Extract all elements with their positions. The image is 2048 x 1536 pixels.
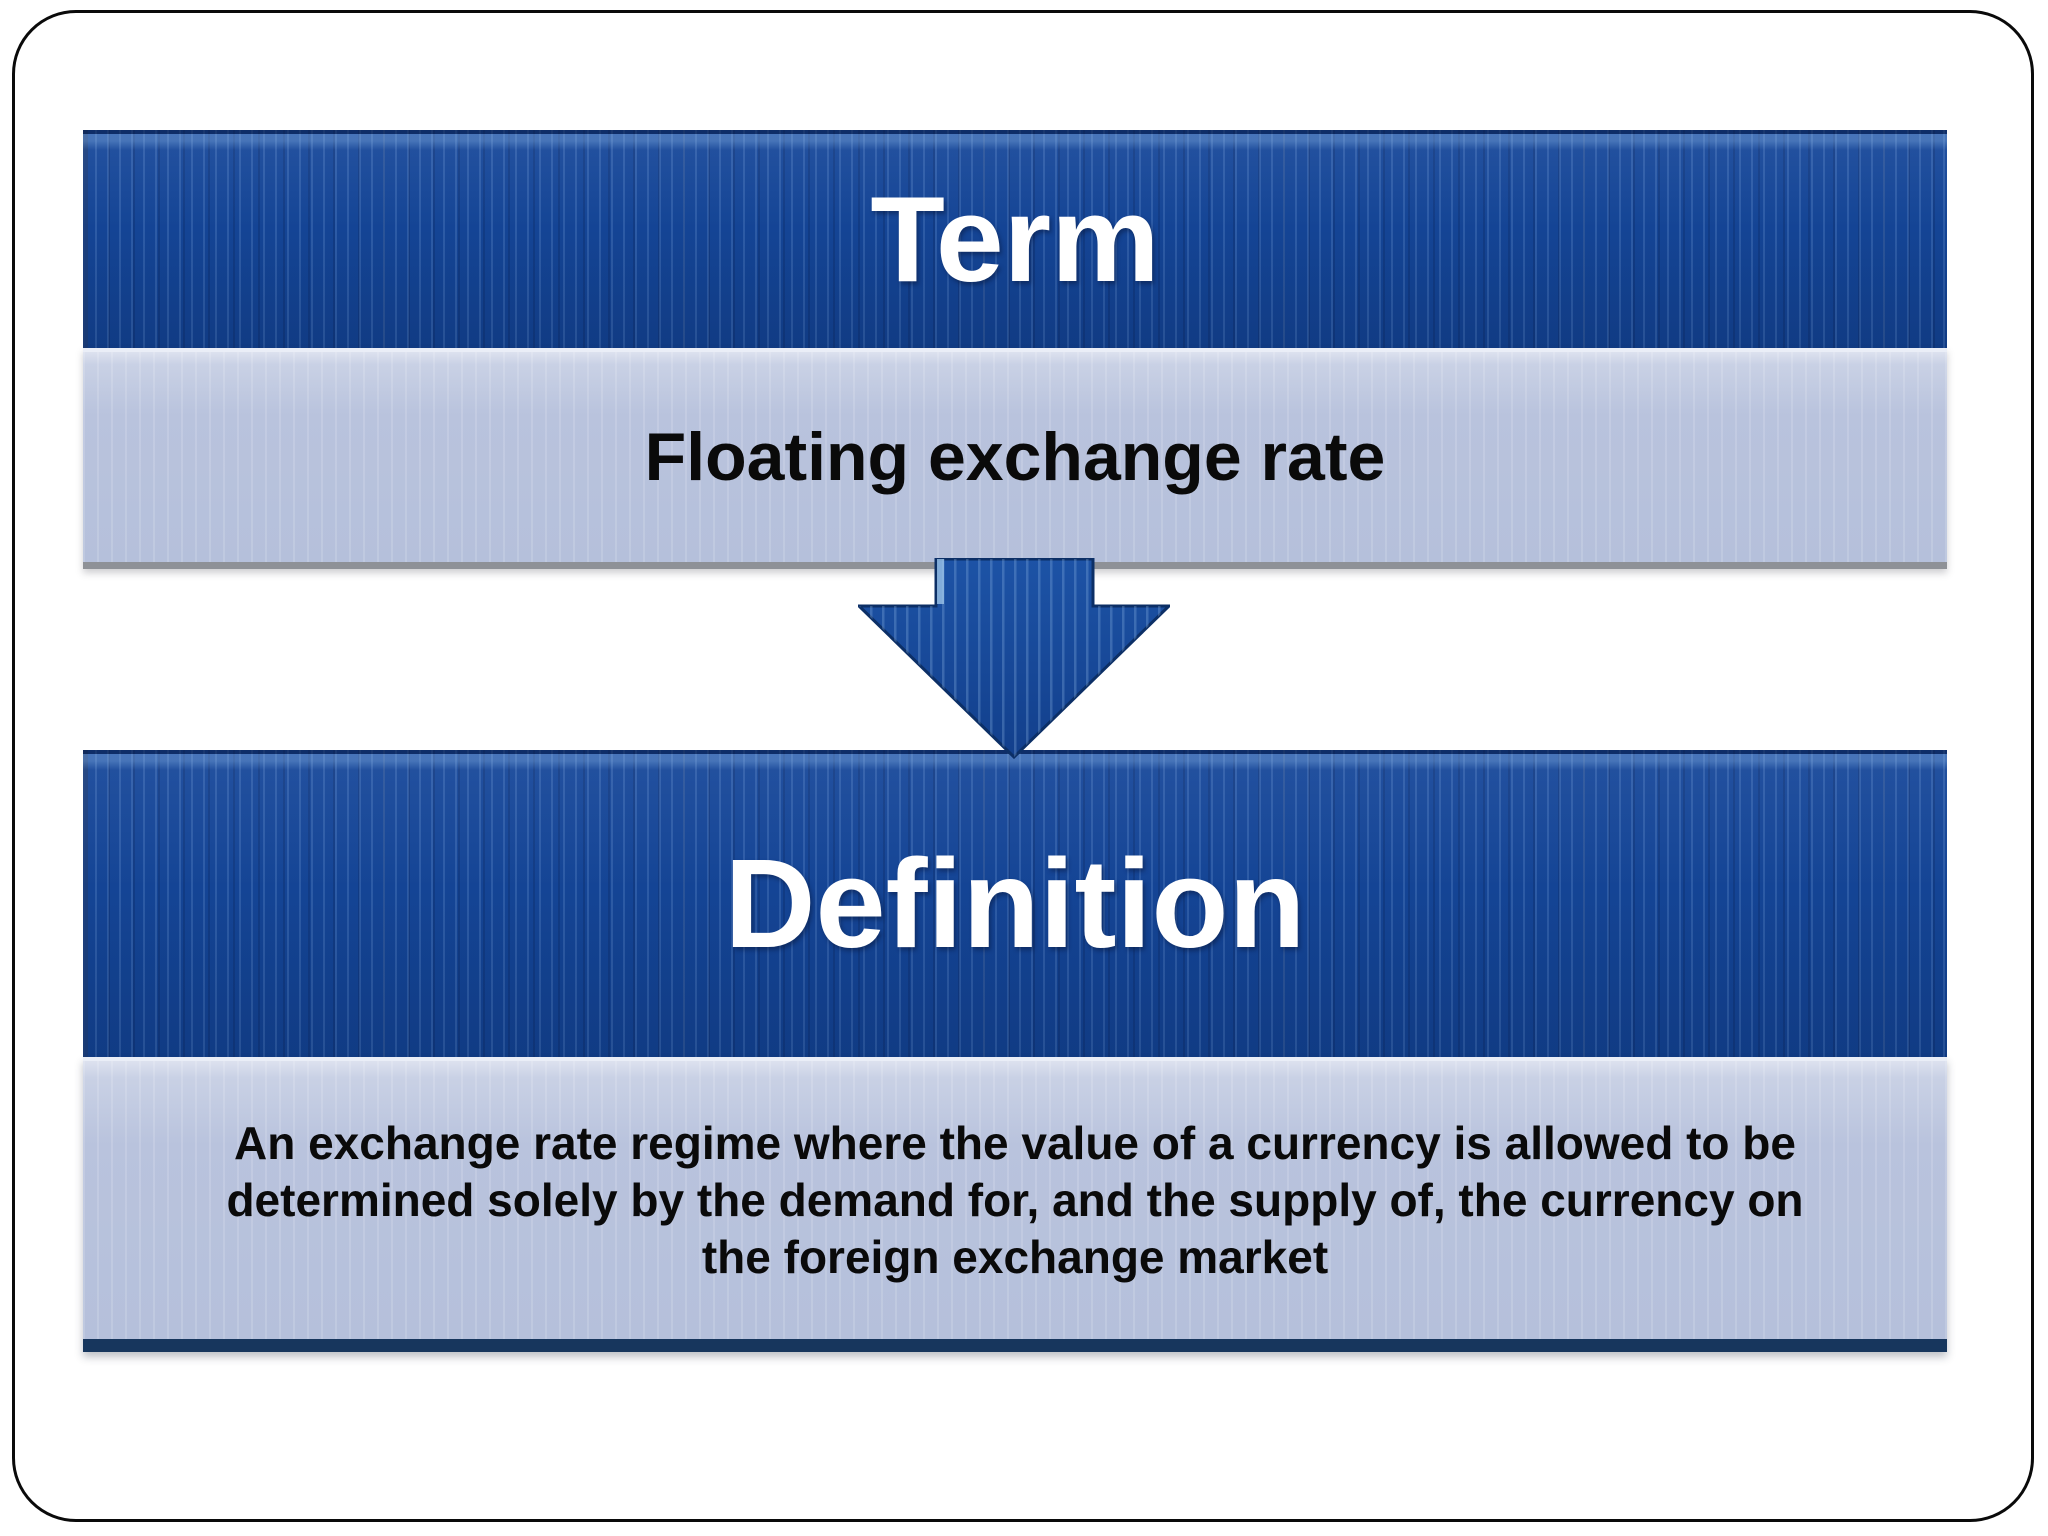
down-arrow-icon bbox=[858, 558, 1170, 759]
definition-header-box: Definition bbox=[83, 750, 1947, 1057]
term-value: Floating exchange rate bbox=[644, 418, 1386, 495]
term-title: Term bbox=[870, 171, 1160, 307]
definition-text-line: An exchange rate regime where the value … bbox=[234, 1116, 1796, 1169]
term-body-box: Floating exchange rate bbox=[83, 348, 1947, 569]
definition-title: Definition bbox=[724, 832, 1306, 974]
definition-body-box: An exchange rate regime where the value … bbox=[83, 1057, 1947, 1352]
term-header-box: Term bbox=[83, 130, 1947, 348]
definition-text-line: determined solely by the demand for, and… bbox=[226, 1173, 1804, 1226]
definition-text-line: the foreign exchange market bbox=[701, 1230, 1329, 1283]
